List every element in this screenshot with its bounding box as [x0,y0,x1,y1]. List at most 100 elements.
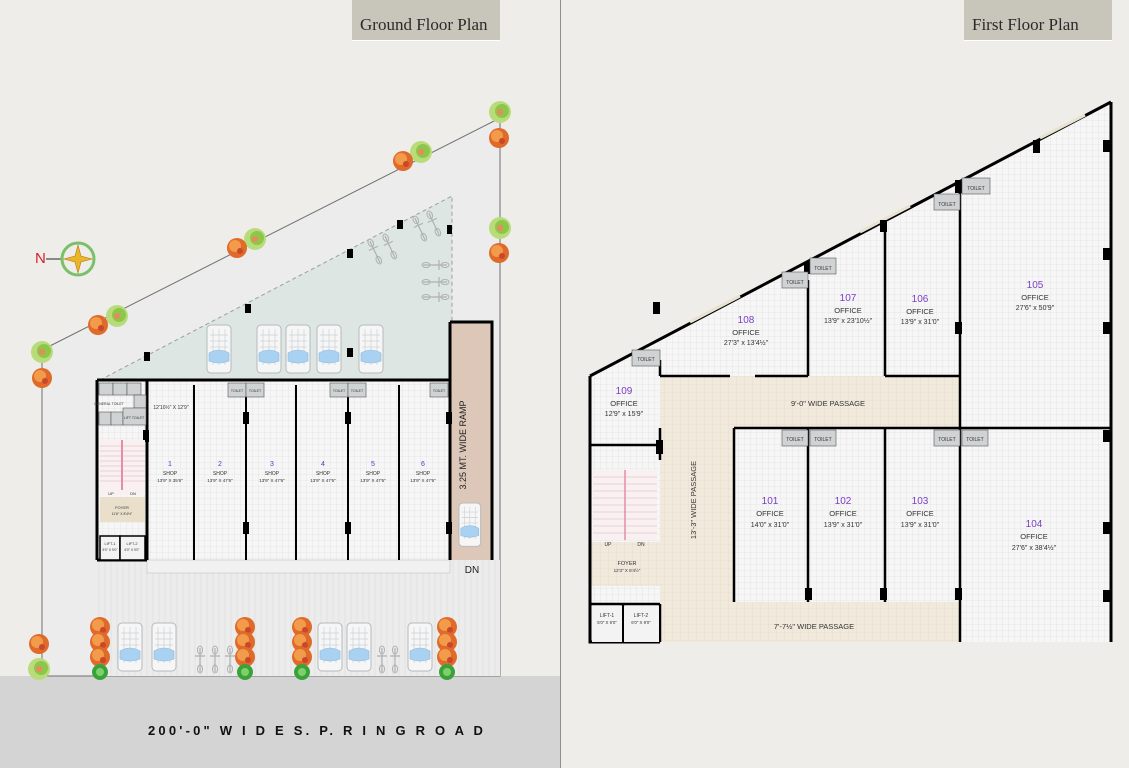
shop-4[interactable]: 4 SHOP 13'9" X 47'6" [310,461,336,483]
svg-text:OFFICE: OFFICE [610,399,638,408]
svg-text:OFFICE: OFFICE [1020,532,1048,541]
road-label: 200'-0" W I D E S. P. R I N G R O A D [148,723,487,738]
svg-text:106: 106 [912,294,929,305]
svg-text:13'9" X 35'6": 13'9" X 35'6" [157,478,183,483]
office-108[interactable]: 108 OFFICE 27'3" x 13'4½" [724,315,769,347]
shop-1[interactable]: 1 SHOP 13'9" X 35'6" [157,461,183,483]
foyer-label: FOYER [115,505,129,510]
svg-text:1: 1 [168,461,172,468]
svg-text:107: 107 [840,293,857,304]
passage-vertical-label: 13'-3" WIDE PASSAGE [689,461,698,539]
toilet-label: TOILET [786,280,803,286]
general-toilet-label: GENERAL TOILET [94,402,125,406]
passage-top-label: 9'-0" WIDE PASSAGE [791,399,865,408]
toilet-label: TOILET [249,389,262,393]
ground-floor-plan: 3.25 MT. WIDE RAMP DN 12'10½" X 12'9" GE… [0,101,560,768]
svg-text:105: 105 [1027,280,1044,291]
svg-text:13'9" X 47'6": 13'9" X 47'6" [310,478,336,483]
passage-bottom [660,602,960,642]
lift-1-label: LIFT-1 [600,613,615,619]
toilet-label: TOILET [637,357,654,363]
shop-3[interactable]: 3 SHOP 13'9" X 47'6" [259,461,285,483]
lift-2-label: LIFT-2 [127,542,138,546]
toilet-label: TOILET [786,437,803,443]
lift-1-dim: 5'0" X 9'0" [103,548,119,552]
svg-text:OFFICE: OFFICE [834,306,862,315]
svg-text:13'9" x 31'0": 13'9" x 31'0" [901,319,940,326]
office-102[interactable]: 102 OFFICE 13'9" x 31'0" [824,496,863,529]
stair-up-label: UP [108,491,114,496]
svg-text:13'9" x 31'0": 13'9" x 31'0" [824,522,863,529]
toilet-label: TOILET [938,437,955,443]
open-area-dim: 12'10½" X 12'9" [153,404,188,411]
toilet-label: TOILET [433,389,446,393]
stair-up-label: UP [605,542,613,548]
foyer-dim: 12'3" X 8'4½" [614,567,641,573]
svg-text:109: 109 [616,386,633,397]
office-103[interactable]: 103 OFFICE 13'9" x 31'0" [901,496,940,529]
first-floor-title: First Floor Plan [964,0,1112,40]
ramp-label: 3.25 MT. WIDE RAMP [458,400,468,489]
ramp-dn-label: DN [465,565,479,576]
svg-text:5: 5 [371,461,375,468]
svg-text:OFFICE: OFFICE [1021,293,1049,302]
shop-2[interactable]: 2 SHOP 13'9" X 47'6" [207,461,233,483]
office-106[interactable]: 106 OFFICE 13'9" x 31'0" [901,294,940,326]
svg-text:27'3" x 13'4½": 27'3" x 13'4½" [724,339,769,347]
toilet-label: TOILET [814,266,831,272]
svg-text:3: 3 [270,461,274,468]
ground-floor-building [97,380,450,560]
toilet-label: TOILET [351,389,364,393]
svg-text:27'6" x 38'4½": 27'6" x 38'4½" [1012,544,1057,552]
road [0,676,560,768]
svg-text:OFFICE: OFFICE [906,509,934,518]
office-105[interactable]: 105 OFFICE 27'6" x 50'9" [1016,280,1055,312]
office-109[interactable]: 109 OFFICE 12'9" x 15'9" [605,386,644,418]
lift-2-label: LIFT-2 [634,613,649,619]
svg-text:13'9" X 47'6": 13'9" X 47'6" [360,478,386,483]
office-107[interactable]: 107 OFFICE 13'9" x 23'10½" [824,293,873,325]
svg-text:SHOP: SHOP [265,471,280,477]
ground-floor-title: Ground Floor Plan [352,0,500,40]
lift-1-label: LIFT-1 [105,542,116,546]
foyer-label: FOYER [618,561,637,567]
svg-text:OFFICE: OFFICE [756,509,784,518]
svg-text:104: 104 [1026,519,1043,530]
shop-5[interactable]: 5 SHOP 13'9" X 47'6" [360,461,386,483]
lift-1-dim: 5'0" X 9'0" [597,620,617,625]
office-104[interactable]: 104 OFFICE 27'6" x 38'4½" [1012,519,1057,552]
toilet-label: TOILET [938,202,955,208]
office-101[interactable]: 101 OFFICE 14'0" x 31'0" [751,496,790,529]
svg-text:103: 103 [912,496,929,507]
svg-text:13'9" X 47'6": 13'9" X 47'6" [259,478,285,483]
svg-text:4: 4 [321,461,325,468]
first-floor-panel: TOILET TOILET TOILET TOILET TOILET TOILE… [561,0,1129,768]
svg-text:OFFICE: OFFICE [829,509,857,518]
first-floor-plan: TOILET TOILET TOILET TOILET TOILET TOILE… [588,100,1113,644]
svg-text:SHOP: SHOP [416,471,431,477]
ground-floor-panel: 3.25 MT. WIDE RAMP DN 12'10½" X 12'9" GE… [0,0,560,768]
compass-icon [46,241,96,277]
lift-2-dim: 6'0" X 9'0" [631,620,651,625]
svg-text:14'0" x 31'0": 14'0" x 31'0" [751,522,790,529]
svg-text:SHOP: SHOP [316,471,331,477]
svg-text:12'9" x 15'9": 12'9" x 15'9" [605,411,644,418]
svg-text:102: 102 [835,496,852,507]
lift-2-dim: 6'0" X 9'0" [125,548,141,552]
toilet-label: TOILET [966,437,983,443]
svg-text:101: 101 [762,496,779,507]
svg-text:SHOP: SHOP [213,471,228,477]
svg-text:13'9" X 47'6": 13'9" X 47'6" [207,478,233,483]
svg-text:OFFICE: OFFICE [732,328,760,337]
passage-bottom-label: 7'-7½" WIDE PASSAGE [774,622,854,631]
shop-6[interactable]: 6 SHOP 13'9" X 47'6" [410,461,436,483]
svg-text:6: 6 [421,461,425,468]
lift-toilet-label: LIFT TOILET [124,416,145,420]
passage-vertical [660,376,734,642]
svg-text:27'6" x 50'9": 27'6" x 50'9" [1016,305,1055,312]
toilet-label: TOILET [333,389,346,393]
svg-text:SHOP: SHOP [163,471,178,477]
stair-dn-label: DN [130,491,136,496]
svg-text:13'9" x 23'10½": 13'9" x 23'10½" [824,317,873,325]
svg-text:13'9" x 31'0": 13'9" x 31'0" [901,522,940,529]
